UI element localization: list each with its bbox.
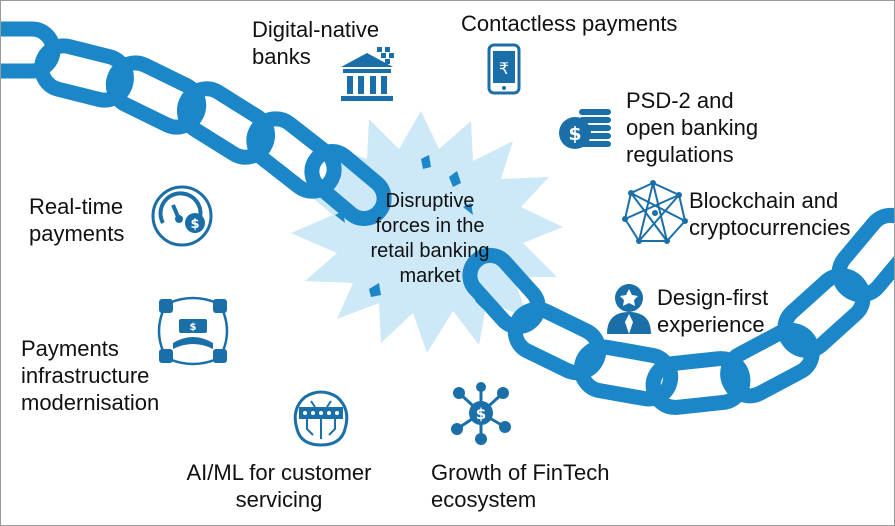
chain-link <box>462 247 546 335</box>
chain-link <box>507 301 607 381</box>
infrastructure-icon: $ <box>157 296 229 366</box>
user-badge-icon <box>607 284 651 334</box>
label-payments-infra: Payments infrastructure modernisation <box>21 336 160 415</box>
chain-link <box>777 268 871 358</box>
label-fintech-growth: Growth of FinTech ecosystem <box>431 460 610 512</box>
svg-text:$: $ <box>476 405 486 423</box>
chain-upper-left <box>1 21 392 226</box>
chain-link <box>720 322 820 404</box>
label-contactless-payments: Contactless payments <box>461 11 678 36</box>
chain-link <box>831 207 894 303</box>
label-ai-ml: AI/ML for customer servicing <box>186 460 372 512</box>
brain-circuit-icon <box>293 390 349 447</box>
label-blockchain: Blockchain and cryptocurrencies <box>689 188 851 240</box>
label-design-first: Design-first experience <box>657 285 769 337</box>
network-mesh-icon <box>622 180 688 244</box>
svg-text:₹: ₹ <box>499 59 509 78</box>
svg-text:$: $ <box>190 322 197 333</box>
chain-link <box>246 111 342 199</box>
chain-link <box>573 339 679 407</box>
chain-link <box>304 144 392 226</box>
speedometer-dollar-icon: $ <box>151 185 213 247</box>
dollar-hub-icon: $ <box>451 382 511 445</box>
chain-lower-right <box>462 207 894 415</box>
label-psd2-open-banking: PSD-2 and open banking regulations <box>626 88 759 167</box>
chain-link <box>645 351 751 415</box>
chain-link <box>105 55 207 135</box>
coin-stack-icon: $ <box>559 109 611 149</box>
chain-fragments <box>335 155 485 309</box>
center-title: Disruptive forces in the retail banking … <box>370 190 490 287</box>
svg-text:$: $ <box>190 217 199 232</box>
label-digital-native-banks: Digital-native banks <box>252 17 380 69</box>
svg-text:$: $ <box>568 123 581 145</box>
label-real-time-payments: Real-time payments <box>29 194 125 246</box>
chain-link <box>34 38 134 108</box>
bank-icon <box>341 47 394 101</box>
chain-link <box>176 81 276 165</box>
mobile-payment-icon: ₹ <box>487 43 521 95</box>
